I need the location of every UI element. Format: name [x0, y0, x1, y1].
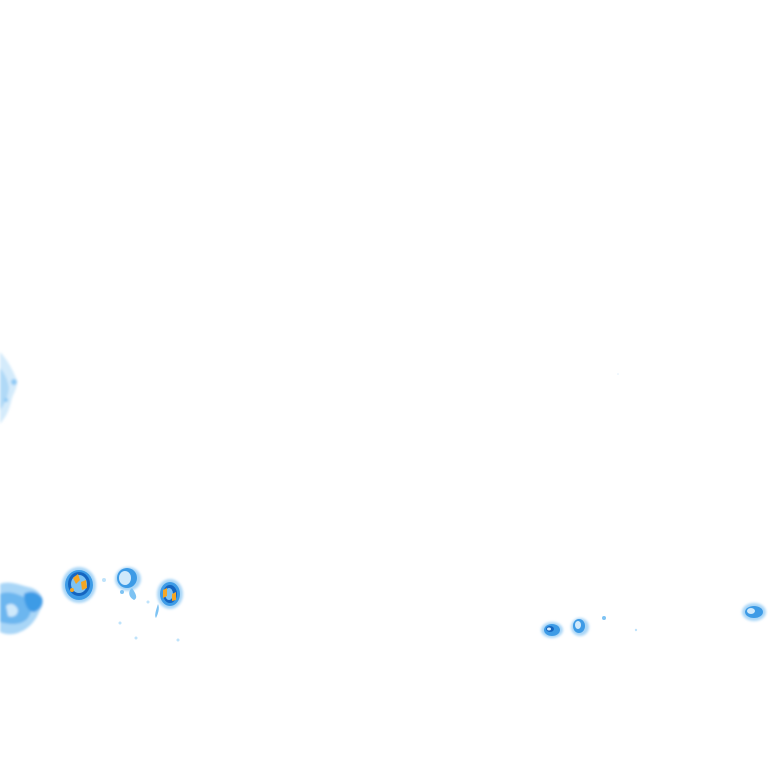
echo-southeast-2 [571, 373, 638, 636]
echo-cell-3 [155, 579, 183, 618]
echo-cell-2 [115, 567, 141, 600]
echo-southwest-cluster [0, 582, 43, 635]
echo-southeast-1 [541, 622, 563, 638]
echo-west-edge [0, 352, 17, 424]
echo-cell-1 [62, 567, 96, 603]
echo-scatter-southwest [102, 578, 180, 642]
echo-east-edge [742, 603, 766, 621]
